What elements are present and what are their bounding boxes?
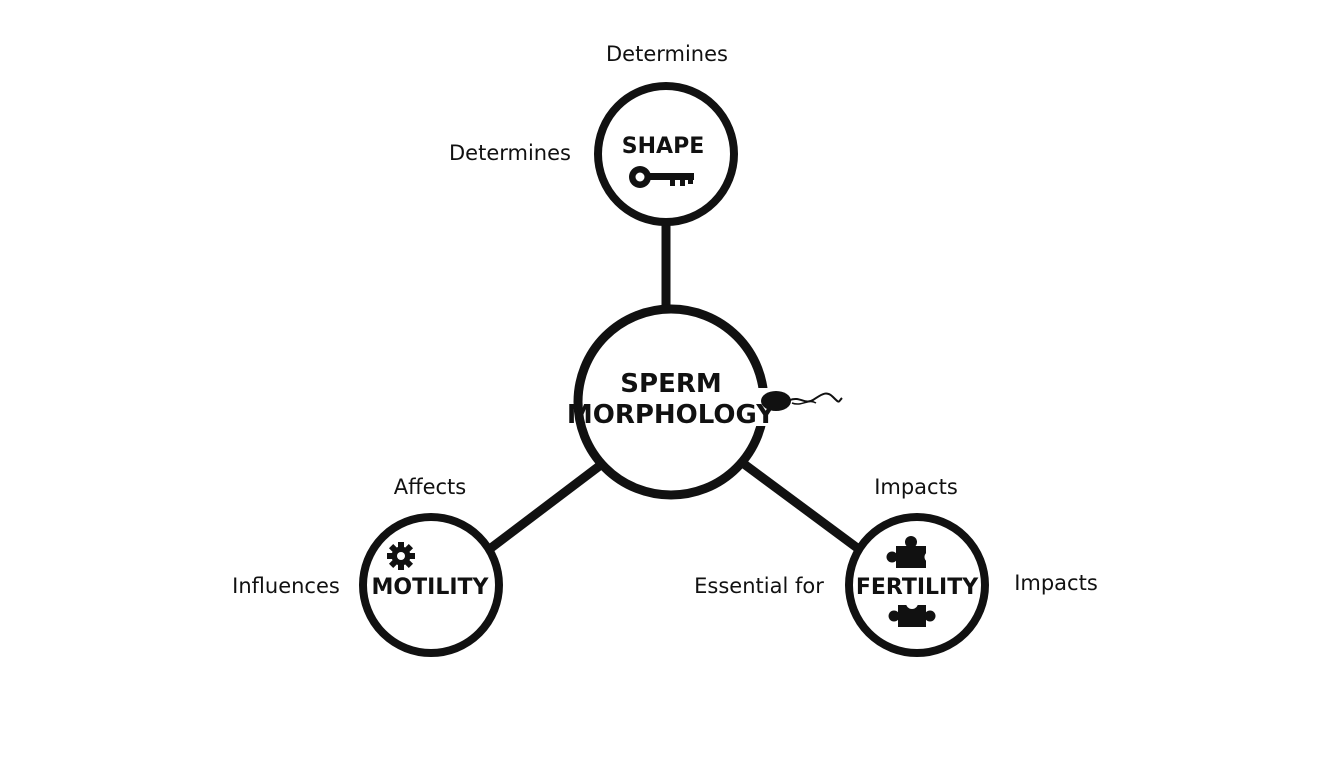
- node-fertility-circle: [845, 513, 989, 657]
- connectors: [488, 222, 863, 554]
- node-shape-label: SHAPE: [622, 134, 704, 159]
- label-motility-left: Influences: [232, 574, 340, 598]
- label-fertility-right: Impacts: [1014, 571, 1098, 595]
- connector-center-fertility: [741, 460, 863, 554]
- node-motility[interactable]: MOTILITY: [359, 513, 503, 657]
- label-fertility-left: Essential for: [694, 574, 824, 598]
- connector-center-motility: [488, 460, 605, 552]
- label-fertility-top: Impacts: [874, 475, 958, 499]
- node-shape[interactable]: SHAPE: [594, 82, 738, 226]
- node-fertility-label: FERTILITY: [856, 575, 979, 600]
- node-center-label-line2: MORPHOLOGY: [567, 400, 776, 430]
- node-center-label-line1: SPERM: [620, 369, 721, 399]
- node-center[interactable]: SPERM MORPHOLOGY: [567, 304, 843, 500]
- sperm-icon: [761, 391, 843, 411]
- node-shape-circle: [594, 82, 738, 226]
- label-shape-left: Determines: [449, 141, 571, 165]
- label-motility-top: Affects: [394, 475, 466, 499]
- puzzle-piece-icon: [886, 536, 936, 627]
- relation-labels: Determines Determines Affects Influences…: [232, 42, 1098, 598]
- node-fertility[interactable]: FERTILITY: [845, 513, 989, 657]
- gear-icon: [387, 542, 415, 570]
- node-motility-label: MOTILITY: [372, 575, 490, 600]
- key-icon: [629, 166, 694, 188]
- label-shape-top: Determines: [606, 42, 728, 66]
